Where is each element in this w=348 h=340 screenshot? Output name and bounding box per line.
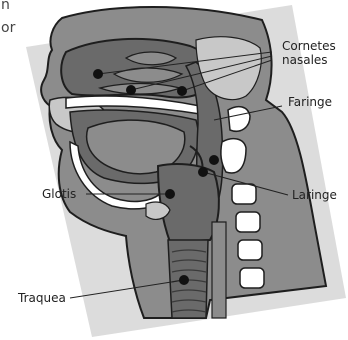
larynx (158, 164, 219, 242)
vertebra-c6 (240, 268, 264, 288)
label-glotis: Glotis (42, 187, 76, 201)
vertebra-c3 (232, 184, 256, 204)
esophagus (212, 222, 226, 318)
label-cornetes-line2: nasales (282, 53, 328, 67)
dot-glotis (165, 189, 175, 199)
cropped-text-top: n (1, 0, 10, 13)
vertebra-c5 (238, 240, 262, 260)
vertebra-c2 (221, 139, 246, 173)
dot-cornete-1 (93, 69, 103, 79)
cropped-text-side: or (1, 20, 16, 36)
label-traquea: Traquea (17, 291, 66, 305)
vertebra-c4 (236, 212, 260, 232)
dot-traquea (179, 275, 189, 285)
dot-laringe-1 (209, 155, 219, 165)
dot-laringe-2 (198, 167, 208, 177)
label-laringe: Laringe (292, 188, 337, 202)
label-faringe: Faringe (288, 95, 332, 109)
dot-cornete-2 (126, 85, 136, 95)
label-cornetes-line1: Cornetes (282, 39, 336, 53)
dot-cornete-3 (177, 86, 187, 96)
